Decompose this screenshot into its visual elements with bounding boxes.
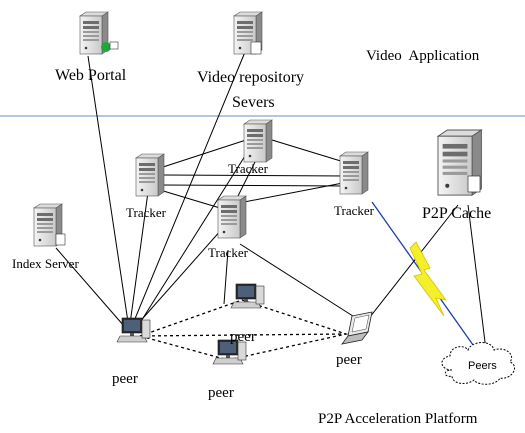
index-server-node (33, 203, 66, 247)
edge-tracker-left-top (159, 139, 247, 169)
tracker-top-server-icon (243, 119, 273, 163)
edge-cache-cloud (467, 204, 487, 351)
peer-desktop-icon-left (116, 317, 151, 343)
tracker-left-label: Tracker (126, 205, 167, 220)
tracker-left-node (135, 153, 165, 197)
edge-tracker-left-center (159, 189, 221, 209)
index-server-label: Index Server (12, 256, 79, 271)
edge-tracker-top-right (271, 139, 345, 163)
peers-cloud-icon (441, 342, 515, 385)
tracker-left-server-icon (135, 153, 165, 197)
tracker-right-server-icon (339, 151, 369, 195)
video-application-layer-label: Video Application (366, 48, 480, 64)
tracker-center-label: Tracker (208, 245, 249, 260)
p2p-cache-node (437, 129, 483, 196)
peer-label-right: peer (336, 352, 362, 368)
tracker-right-label: Tracker (334, 203, 375, 218)
web-portal-label: Web Portal (55, 67, 127, 84)
video-repository-label-line1: Video repository (197, 69, 304, 86)
edge-tracker-center-right (243, 181, 349, 203)
video-repository-label-line2: Severs (232, 94, 275, 111)
peer-label-top: peer (230, 329, 256, 345)
tracker-right-node (339, 151, 369, 195)
video-repository-node (233, 11, 263, 55)
p2p-acceleration-layer-label: P2P Acceleration Platform (318, 411, 478, 427)
tracker-center-node (217, 195, 247, 239)
edge-tracker-center-peer (135, 219, 231, 327)
peer-desktop-icon-top (230, 283, 265, 309)
peer-laptop-icon (341, 311, 373, 345)
web-portal-node (79, 11, 119, 55)
edge-tracker-left-right (163, 174, 349, 177)
edge-tracker-top-center (237, 159, 257, 197)
globe-badge-icon (101, 42, 111, 52)
edge-tracker-left-right-2 (161, 184, 351, 187)
peers-cloud-label: Peers (468, 360, 497, 372)
tracker-top-label: Tracker (228, 161, 269, 176)
edge-index-peer (55, 247, 125, 327)
edge-tracker-center-laptop (239, 243, 357, 319)
p2p-cache-label: P2P Cache (422, 205, 491, 222)
peer-label-left: peer (112, 371, 138, 387)
edge-repository-peer (131, 51, 246, 327)
edge-cache-laptop (365, 204, 459, 323)
edge-tracker-left-peer (129, 191, 149, 325)
edge-tracker-top-peer (137, 147, 251, 327)
edge-webportal-peer (87, 55, 129, 323)
tracker-center-server-icon (217, 195, 247, 239)
lightning-bolt-icon (409, 241, 447, 317)
peer-label-bottom: peer (208, 385, 234, 401)
tracker-top-node (243, 119, 273, 163)
edge-tracker-center-desktop (223, 249, 229, 305)
peer-ring-diagonal (139, 333, 347, 337)
